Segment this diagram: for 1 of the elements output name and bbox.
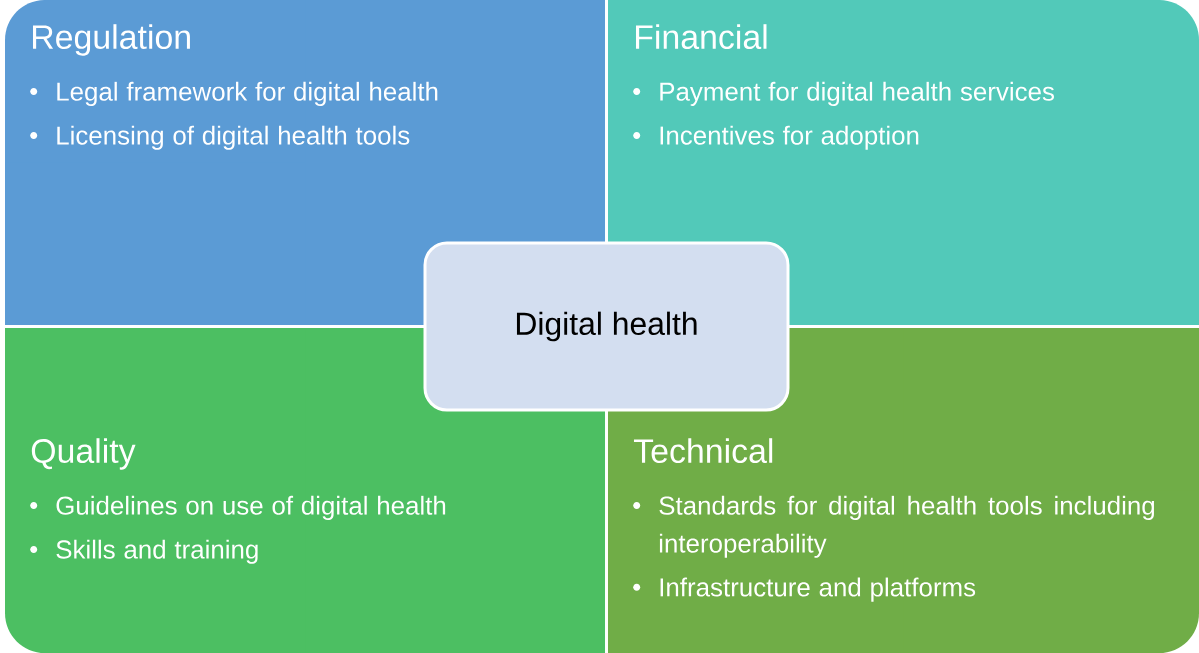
center-box: Digital health <box>423 241 790 412</box>
